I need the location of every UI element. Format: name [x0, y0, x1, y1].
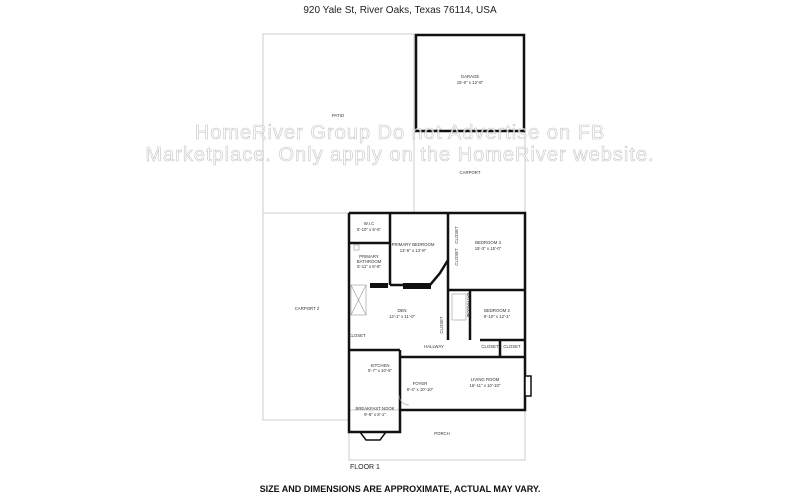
- closet-label: CLOSET: [503, 344, 521, 349]
- closet-label: CLOSET: [348, 333, 366, 338]
- room-dims-wic: 5'-10" x 5'-5": [357, 227, 382, 232]
- room-label-kitchen: KITCHEN: [371, 363, 390, 368]
- fixtures: [350, 244, 467, 406]
- room-label-garage: GARAGE: [461, 74, 480, 79]
- room-label-breakfast-nook: BREAKFAST NOOK: [355, 406, 394, 411]
- room-label-carport2: CARPORT 2: [295, 306, 320, 311]
- closet-label: CLOSET: [481, 344, 499, 349]
- room-label-carport: CARPORT: [460, 170, 481, 175]
- room-dims-primary-bedroom: 13'-6" x 13'-8": [400, 248, 427, 253]
- closet-label: CLOSET: [439, 316, 444, 334]
- room-label-bathroom: BATHROOM: [466, 293, 471, 318]
- floor-label: FLOOR 1: [350, 464, 380, 471]
- room-dims-primary-bathroom: 5'-11" x 8'-8": [357, 264, 381, 269]
- room-label-primary-bedroom: PRIMARY BEDROOM: [392, 242, 435, 247]
- bay-window: [359, 431, 387, 441]
- room-label-living-room: LIVING ROOM: [471, 377, 500, 382]
- wall-block: [403, 283, 431, 289]
- room-label-patio: PATIO: [332, 113, 345, 118]
- room-label-hallway: HALLWAY: [424, 344, 444, 349]
- room-dims-bedroom3: 15'-3" x 15'-0": [475, 246, 502, 251]
- room-dims-kitchen: 5'-7" x 10'-5": [368, 368, 393, 373]
- room-dims-breakfast-nook: 9'-8" x 8'-1": [364, 412, 386, 417]
- room-label-wic: W.I.C: [364, 221, 375, 226]
- carport2-outline: [262, 212, 350, 421]
- room-label-bedroom2: BEDROOM 2: [484, 308, 510, 313]
- wall-block: [370, 283, 388, 288]
- room-label-porch: PORCH: [434, 431, 450, 436]
- address-title: 920 Yale St, River Oaks, Texas 76114, US…: [303, 5, 497, 16]
- disclaimer: SIZE AND DIMENSIONS ARE APPROXIMATE, ACT…: [259, 484, 541, 494]
- room-label-primary-bathroom: PRIMARY: [359, 254, 379, 259]
- garage-walls: [414, 33, 526, 133]
- watermark-line-2: Marketplace. Only apply on the HomeRiver…: [145, 144, 655, 167]
- room-dims-bedroom2: 9'-10" x 12'-1": [484, 314, 511, 319]
- room-dims-living-room: 16'-11" x 10'-10": [470, 383, 501, 388]
- fireplace: [524, 375, 532, 397]
- closet-label: CLOSET: [454, 248, 459, 266]
- room-label-foyer: FOYER: [413, 381, 428, 386]
- watermark-line-1: HomeRiver Group Do not Advertise on FB: [194, 122, 606, 145]
- closet-label: CLOSET: [454, 226, 459, 244]
- room-label-bedroom3: BEDROOM 3: [475, 240, 501, 245]
- room-label-den: DEN: [397, 308, 406, 313]
- house-walls: [347, 211, 527, 434]
- room-label-primary-bathroom-2: BATHROOM: [357, 259, 382, 264]
- room-dims-den: 14'-1" x 11'-0": [389, 314, 416, 319]
- room-dims-foyer: 8'-4" x 10'-10": [407, 387, 434, 392]
- room-dims-garage: 15'-0" x 12'-8": [457, 80, 484, 85]
